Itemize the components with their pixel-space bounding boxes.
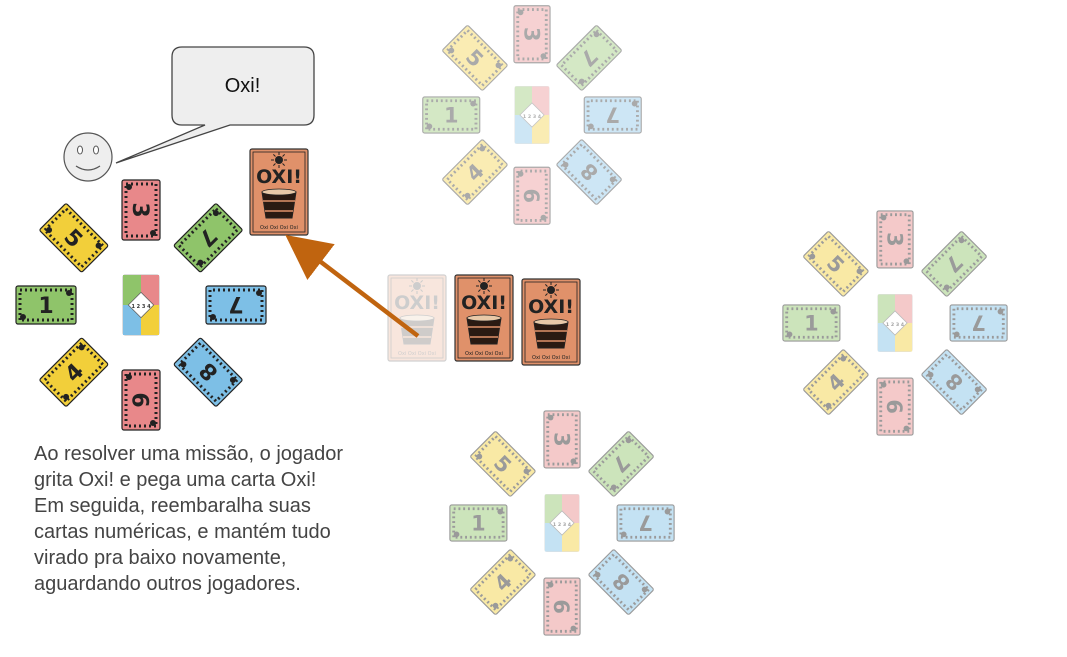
card-number: 1 [804,312,819,336]
card-number: 7 [605,102,620,126]
number-card[interactable]: 1 [782,304,841,342]
oxi-deck-card[interactable]: OXI! Oxi Oxi Oxi Oxi [521,278,581,366]
number-card[interactable]: 1 [449,504,508,542]
oxi-card-title: OXI! [528,296,574,318]
number-card[interactable]: 7 [949,304,1008,342]
number-card[interactable]: 7 [588,431,654,497]
mission-card[interactable]: 1 2 3 4 [514,86,550,144]
oxi-deck-card[interactable]: OXI! Oxi Oxi Oxi Oxi [454,274,514,362]
number-card[interactable]: 5 [39,203,109,273]
card-number: 9 [130,392,155,407]
oxi-card-ghost[interactable]: OXI! Oxi Oxi Oxi Oxi [387,274,447,362]
card-number: 9 [521,188,545,203]
number-card[interactable]: 3 [121,179,161,241]
mission-card[interactable]: 1 2 3 4 [122,274,160,336]
number-card[interactable]: 9 [513,166,551,225]
card-number: 1 [38,294,53,319]
oxi-card-footer: Oxi Oxi Oxi Oxi [260,225,298,231]
card-number: 1 [471,512,486,536]
mission-card[interactable]: 1 2 3 4 [877,294,913,352]
number-card[interactable]: 5 [442,25,508,91]
number-card[interactable]: 5 [803,231,869,297]
arrow-icon [285,234,420,338]
number-card[interactable]: 1 [15,285,77,325]
card-number: 3 [882,232,906,247]
number-card[interactable]: 8 [556,139,622,205]
number-card[interactable]: 4 [39,337,109,407]
oxi-card-footer: Oxi Oxi Oxi Oxi [532,355,570,361]
mission-card-label: 1 2 3 4 [553,522,572,528]
oxi-card-footer: Oxi Oxi Oxi Oxi [398,351,436,357]
player-face-icon [63,132,113,182]
number-card[interactable]: 9 [543,577,581,636]
number-card[interactable]: 8 [173,337,243,407]
card-number: 9 [551,599,575,614]
speech-text: Oxi! [224,75,261,97]
oxi-card-title: OXI! [394,292,440,314]
number-card[interactable]: 5 [470,431,536,497]
card-number: 7 [971,310,986,334]
rules-caption: Ao resolver uma missão, o jogador grita … [34,443,344,595]
card-number: 3 [127,202,152,217]
number-card[interactable]: 7 [556,25,622,91]
active-player-cards: 3 7 7 8 9 4 1 5 1 2 3 4 [15,179,267,431]
card-number: 3 [519,27,543,42]
oxi-card-footer: Oxi Oxi Oxi Oxi [465,351,503,357]
number-card[interactable]: 4 [803,349,869,415]
taken-oxi-card[interactable]: OXI! Oxi Oxi Oxi Oxi [249,148,309,236]
card-number: 7 [638,510,653,534]
number-card[interactable]: 7 [173,203,243,273]
card-number: 3 [549,432,573,447]
number-card[interactable]: 9 [121,369,161,431]
number-card[interactable]: 9 [876,377,914,436]
number-card[interactable]: 4 [442,139,508,205]
number-card[interactable]: 8 [921,349,987,415]
oxi-card-title: OXI! [256,166,302,188]
number-card[interactable]: 3 [543,410,581,469]
number-card[interactable]: 7 [205,285,267,325]
oxi-card-title: OXI! [461,292,507,314]
mission-card[interactable]: 1 2 3 4 [544,494,580,552]
speech-bubble [115,46,315,164]
number-card[interactable]: 7 [583,96,642,134]
number-card[interactable]: 7 [616,504,675,542]
number-card[interactable]: 4 [470,549,536,615]
card-number: 9 [884,399,908,414]
card-number: 7 [228,291,243,316]
number-card[interactable]: 1 [422,96,481,134]
mission-card-label: 1 2 3 4 [523,114,542,120]
mission-card-label: 1 2 3 4 [131,304,151,310]
number-card[interactable]: 3 [876,210,914,269]
card-number: 1 [444,104,459,128]
mission-card-label: 1 2 3 4 [886,322,905,328]
number-card[interactable]: 7 [921,231,987,297]
number-card[interactable]: 3 [513,5,551,64]
number-card[interactable]: 8 [588,549,654,615]
